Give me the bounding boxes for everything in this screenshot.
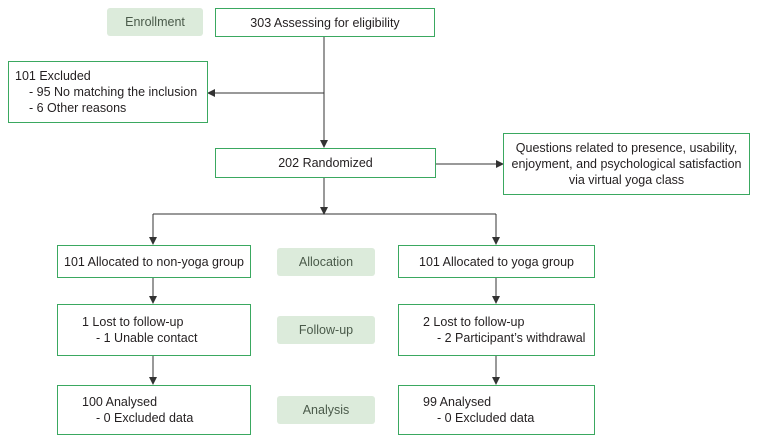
excluded-title: 101 Excluded (15, 69, 91, 83)
yoga-analysed-detail: - 0 Excluded data (437, 411, 535, 425)
excluded-reason-1: - 95 No matching the inclusion (29, 85, 198, 99)
non-yoga-allocated-box: 101 Allocated to non-yoga group (57, 245, 251, 278)
yoga-allocated-label: 101 Allocated to yoga group (419, 254, 574, 269)
yoga-allocated-box: 101 Allocated to yoga group (398, 245, 595, 278)
non-yoga-analysed-box: 100 Analysed - 0 Excluded data (57, 385, 251, 435)
yoga-lost-title: 2 Lost to follow-up (423, 315, 525, 329)
yoga-analysed-box: 99 Analysed - 0 Excluded data (398, 385, 595, 435)
yoga-lost-box: 2 Lost to follow-up - 2 Participant’s wi… (398, 304, 595, 356)
non-yoga-lost-title: 1 Lost to follow-up (82, 315, 184, 329)
yoga-analysed-title: 99 Analysed (423, 395, 492, 409)
non-yoga-lost-box: 1 Lost to follow-up - 1 Unable contact (57, 304, 251, 356)
questions-line-2: enjoyment, and psychological satisfactio… (511, 157, 742, 171)
stage-allocation: Allocation (277, 248, 375, 276)
yoga-lost-detail: - 2 Participant’s withdrawal (437, 331, 586, 345)
stage-enrollment: Enrollment (107, 8, 203, 36)
assessing-box: 303 Assessing for eligibility (215, 8, 435, 37)
questions-line-1: Questions related to presence, usability… (515, 141, 738, 155)
excluded-box: 101 Excluded - 95 No matching the inclus… (8, 61, 208, 123)
randomized-label: 202 Randomized (278, 156, 373, 170)
stage-analysis: Analysis (277, 396, 375, 424)
stage-followup: Follow-up (277, 316, 375, 344)
questions-box: Questions related to presence, usability… (503, 133, 750, 195)
non-yoga-lost-detail: - 1 Unable contact (96, 331, 198, 345)
questions-line-3: via virtual yoga class (568, 173, 685, 187)
randomized-box: 202 Randomized (215, 148, 436, 178)
assessing-label: 303 Assessing for eligibility (250, 15, 400, 30)
excluded-reason-2: - 6 Other reasons (29, 101, 127, 115)
non-yoga-analysed-title: 100 Analysed (82, 395, 158, 409)
non-yoga-analysed-detail: - 0 Excluded data (96, 411, 194, 425)
non-yoga-allocated-label: 101 Allocated to non-yoga group (64, 254, 244, 269)
